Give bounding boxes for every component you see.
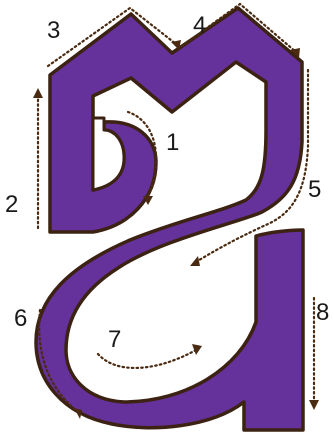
glyph-shape	[36, 8, 303, 430]
stroke-number-8: 8	[316, 299, 329, 326]
stroke-number-7: 7	[108, 326, 121, 353]
arrowhead-7	[192, 344, 202, 355]
arrowhead-2	[33, 88, 43, 98]
stroke-number-2: 2	[5, 191, 18, 218]
arrowhead-8	[309, 400, 319, 410]
stroke-number-4: 4	[193, 12, 206, 39]
stroke-number-6: 6	[14, 305, 27, 332]
stroke-number-5: 5	[308, 176, 321, 203]
arrowhead-5	[190, 256, 200, 266]
glyph-upper-part	[36, 8, 303, 430]
stroke-number-1: 1	[166, 129, 179, 156]
stroke-number-3: 3	[47, 17, 60, 44]
